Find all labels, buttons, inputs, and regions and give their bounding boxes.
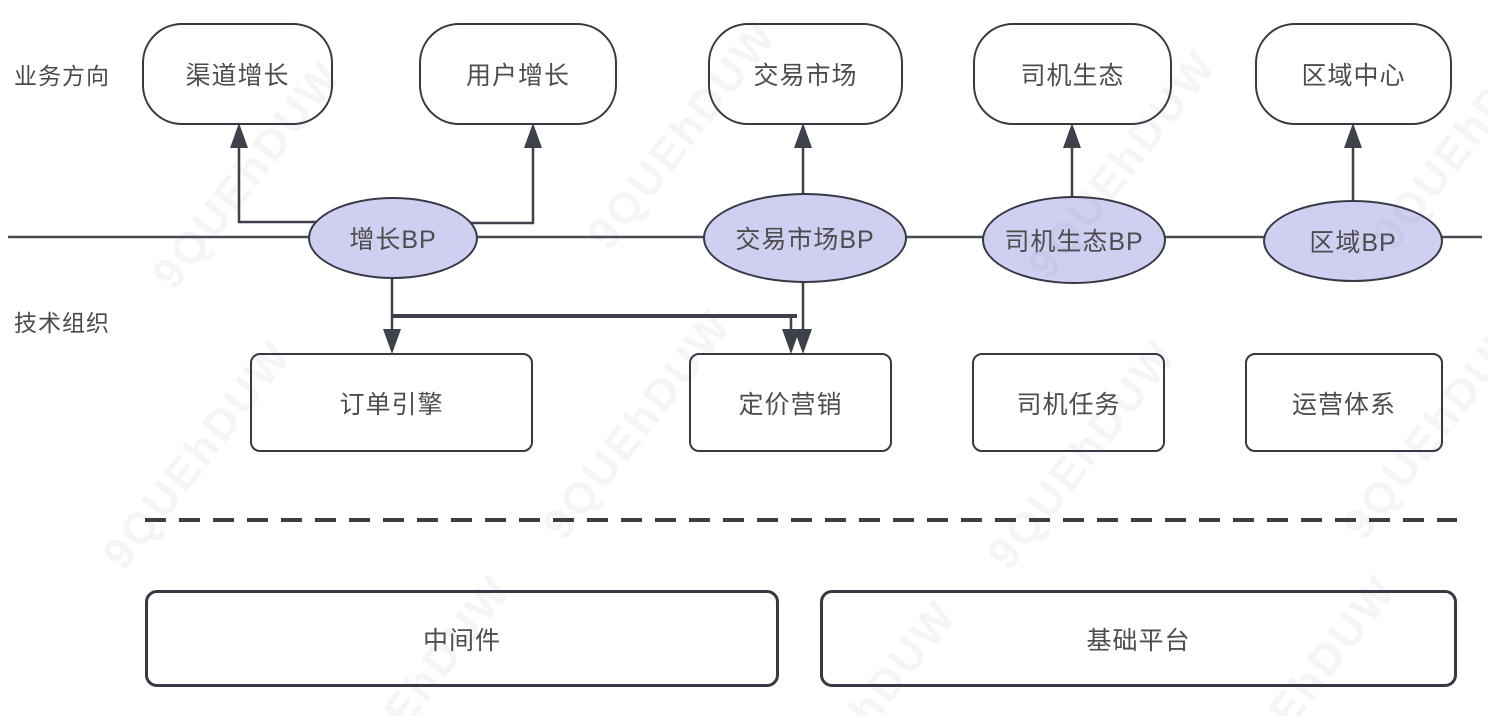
business-node-driver-ecosystem: 司机生态 <box>973 23 1172 125</box>
connector-growthbp-to-order <box>383 277 401 354</box>
connector-driverbp-to-driver <box>1063 123 1081 198</box>
arrowhead-down <box>383 329 401 354</box>
business-node-trading-market: 交易市场 <box>708 23 903 125</box>
tech-node-driver-tasks: 司机任务 <box>972 353 1165 452</box>
arrowhead-up <box>230 123 248 148</box>
bp-node-growth: 增长BP <box>308 197 478 279</box>
bp-node-driver-ecosystem: 司机生态BP <box>982 196 1166 284</box>
tech-node-order-engine: 订单引擎 <box>250 353 533 452</box>
arrowhead-up <box>524 123 542 148</box>
arrowhead-down <box>782 329 800 354</box>
tech-node-operations-system: 运营体系 <box>1245 353 1443 452</box>
connector-tradingbp-to-trading <box>794 123 812 196</box>
tech-node-pricing-marketing: 定价营销 <box>689 353 892 452</box>
row-label-tech-organization: 技术组织 <box>14 310 110 336</box>
connector-regionalbp-to-regional <box>1344 123 1362 202</box>
connector-growthbp-to-pricing <box>392 314 800 354</box>
business-node-channel-growth: 渠道增长 <box>142 23 333 125</box>
bp-node-trading-market: 交易市场BP <box>703 193 907 283</box>
business-node-user-growth: 用户增长 <box>419 23 617 125</box>
connector-tradingbp-to-pricing <box>794 280 812 354</box>
row-label-business-direction: 业务方向 <box>14 63 110 89</box>
arrowhead-up <box>1344 123 1362 148</box>
business-node-regional-center: 区域中心 <box>1255 23 1452 125</box>
bp-node-regional: 区域BP <box>1263 200 1443 282</box>
arrowhead-down <box>794 329 812 354</box>
arrowhead-up <box>1063 123 1081 148</box>
arrowhead-up <box>794 123 812 148</box>
connector-growthbp-to-channel <box>230 123 330 224</box>
connector-growthbp-to-user <box>460 123 542 225</box>
platform-node-middleware: 中间件 <box>145 590 779 687</box>
platform-node-base-platform: 基础平台 <box>820 590 1457 687</box>
